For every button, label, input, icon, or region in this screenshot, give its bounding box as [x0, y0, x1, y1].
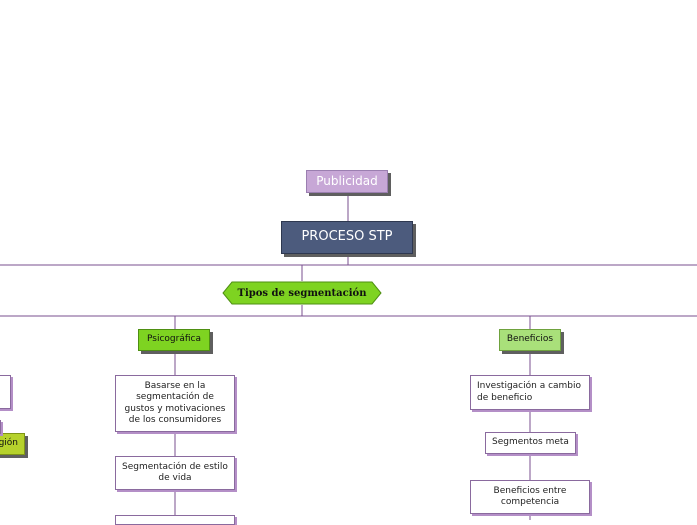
psico-item-label: Segmentación de estilo de vida — [122, 461, 228, 483]
psico-item-partial[interactable] — [115, 515, 235, 525]
left-leaf-node-small[interactable] — [0, 420, 1, 434]
left-leaf-node[interactable] — [0, 375, 11, 409]
publicidad-node[interactable]: Publicidad — [306, 170, 388, 193]
bene-item-label: Investigación a cambio de beneficio — [477, 381, 582, 403]
proceso-stp-label: PROCESO STP — [301, 229, 393, 245]
beneficios-node[interactable]: Beneficios — [499, 329, 561, 351]
psico-item-estilo-vida[interactable]: Segmentación de estilo de vida — [115, 456, 235, 490]
hexagon-shape — [222, 281, 382, 305]
publicidad-label: Publicidad — [316, 174, 378, 188]
tipos-segmentacion-label: Tipos de segmentación — [237, 287, 367, 299]
psicografica-node[interactable]: Psicográfica — [138, 329, 210, 351]
bene-item-competencia[interactable]: Beneficios entre competencia — [470, 480, 590, 514]
proceso-stp-node[interactable]: PROCESO STP — [281, 221, 413, 254]
bene-item-segmentos-meta[interactable]: Segmentos meta — [485, 432, 576, 454]
left-category-node[interactable]: gión — [0, 433, 25, 455]
left-category-label: gión — [0, 438, 18, 449]
beneficios-label: Beneficios — [506, 334, 554, 345]
bene-item-label: Segmentos meta — [492, 437, 569, 448]
psico-item-label: Basarse en la segmentación de gustos y m… — [124, 381, 226, 425]
bene-item-investigacion[interactable]: Investigación a cambio de beneficio — [470, 375, 590, 410]
psico-item-gustos[interactable]: Basarse en la segmentación de gustos y m… — [115, 375, 235, 432]
psicografica-label: Psicográfica — [147, 334, 201, 345]
bene-item-label: Beneficios entre competencia — [493, 485, 567, 507]
tipos-segmentacion-node[interactable]: Tipos de segmentación — [222, 281, 382, 305]
